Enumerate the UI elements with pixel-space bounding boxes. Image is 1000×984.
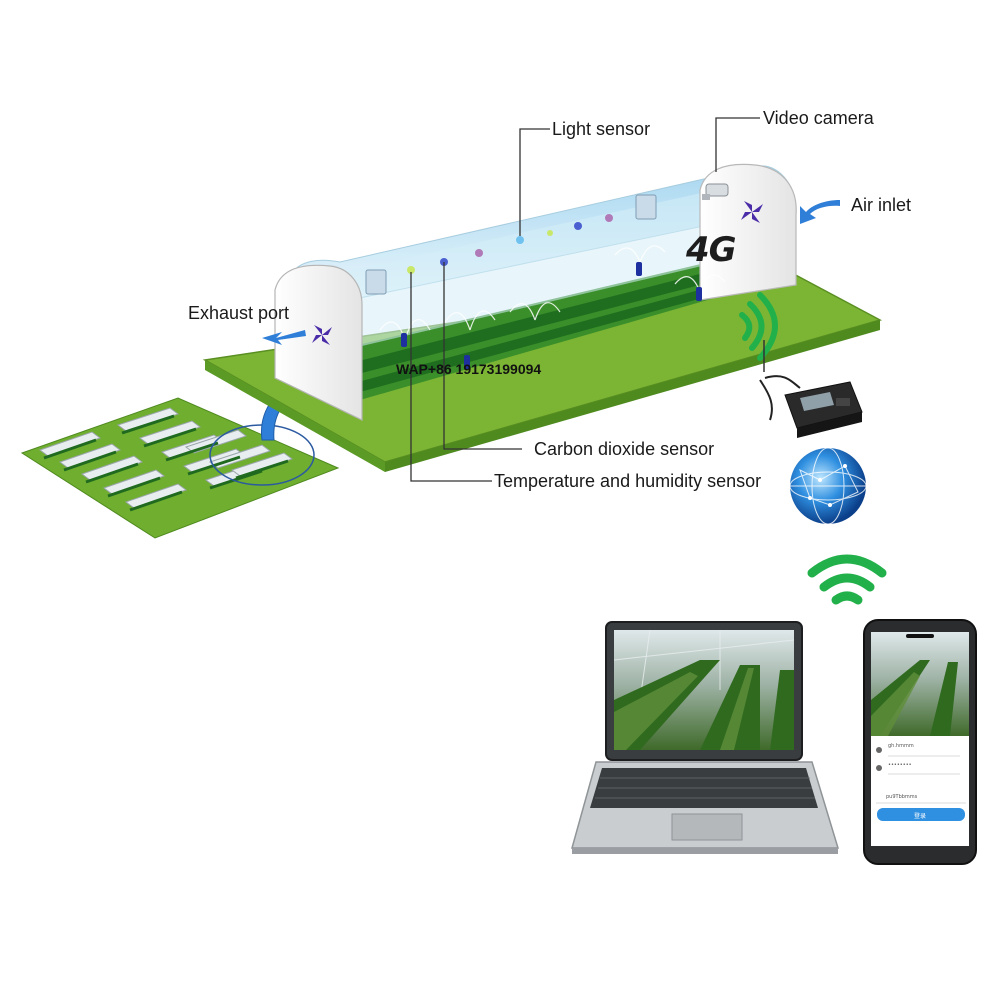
air-inlet-label: Air inlet	[851, 195, 912, 215]
leader-lines	[410, 117, 760, 482]
contact-watermark: WAP+86 19173199094	[396, 361, 542, 377]
phone-username-field: gh.hmmm	[888, 743, 914, 749]
wall-panel	[365, 269, 387, 295]
ground-plate	[202, 271, 882, 472]
light-sensor-label: Light sensor	[552, 119, 651, 139]
sensor-posts	[401, 262, 702, 369]
exhaust-arrow	[262, 330, 306, 345]
network-4g-label: 4G	[686, 230, 737, 270]
wall-panel	[635, 194, 657, 220]
laptop-icon	[571, 621, 840, 854]
phone-server-field: pu9Tbbmms	[886, 794, 918, 800]
phone-password-field: ••••••••	[888, 762, 912, 768]
video-camera-icon	[702, 183, 729, 200]
inlet-fan-icon	[741, 201, 763, 223]
wireless-signal-icon	[739, 292, 778, 361]
controller-device-icon	[759, 375, 863, 438]
tunnel-greenhouse	[274, 163, 797, 421]
carbon-dioxide-sensor-label: Carbon dioxide sensor	[534, 439, 715, 459]
ceiling-sensor-dots	[407, 214, 613, 274]
wifi-signal-icon	[807, 554, 887, 605]
video-camera-label: Video camera	[763, 108, 874, 128]
temperature-humidity-sensor-label: Temperature and humidity sensor	[494, 471, 762, 491]
air-inlet-arrow	[800, 200, 840, 224]
exhaust-port-label: Exhaust port	[188, 303, 290, 323]
mini-greenhouse-field	[20, 397, 340, 539]
exhaust-fan-icon	[312, 325, 332, 345]
phone-login-button: 登录	[914, 813, 927, 820]
smartphone-icon	[863, 619, 977, 865]
internet-globe-icon	[789, 447, 867, 525]
